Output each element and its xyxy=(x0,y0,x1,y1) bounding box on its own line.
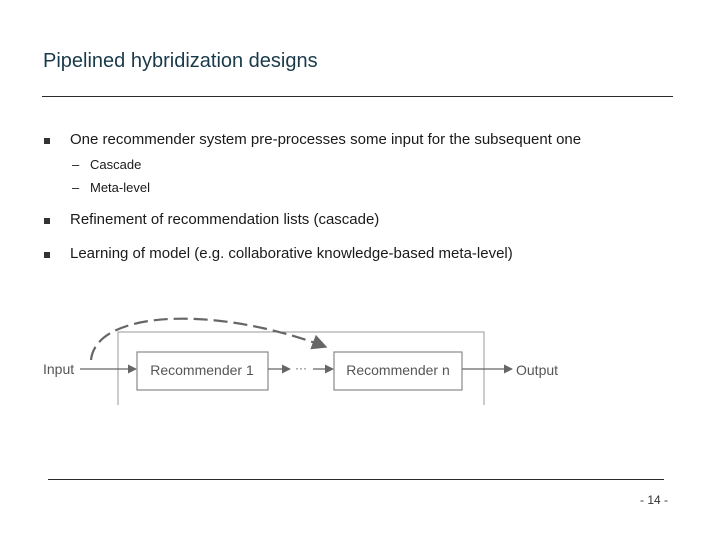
footer-divider xyxy=(48,479,664,480)
output-label: Output xyxy=(516,362,558,378)
recommender-n-box xyxy=(333,351,463,391)
bullet-square-icon xyxy=(44,218,50,224)
input-label: Input xyxy=(43,361,74,377)
dash-icon: – xyxy=(72,180,80,195)
sub-bullet-cascade: –Cascade xyxy=(72,157,141,172)
recommender-1-box xyxy=(136,351,269,391)
bullet-square-icon xyxy=(44,252,50,258)
bullet-1-text: One recommender system pre-processes som… xyxy=(70,131,582,148)
bullet-3-text: Learning of model (e.g. collaborative kn… xyxy=(70,245,513,262)
sub-bullet-text: Meta-level xyxy=(90,180,150,195)
recommender-n-label: Recommender n xyxy=(346,362,450,378)
pipeline-diagram: Input Recommender 1 ··· Recommender n Ou… xyxy=(43,317,558,405)
page-number: - 14 - xyxy=(639,493,668,507)
bullet-square-icon xyxy=(44,138,50,144)
bullet-2-text: Refinement of recommendation lists (casc… xyxy=(70,211,380,228)
dash-icon: – xyxy=(72,157,80,172)
meta-level-dashed-arrow xyxy=(89,317,328,361)
recommender-1-label: Recommender 1 xyxy=(150,362,254,378)
ellipsis-label: ··· xyxy=(295,361,307,375)
title-divider xyxy=(42,96,673,97)
sub-bullet-meta-level: –Meta-level xyxy=(72,180,150,195)
slide-title: Pipelined hybridization designs xyxy=(43,50,318,72)
sub-bullet-text: Cascade xyxy=(90,157,142,172)
